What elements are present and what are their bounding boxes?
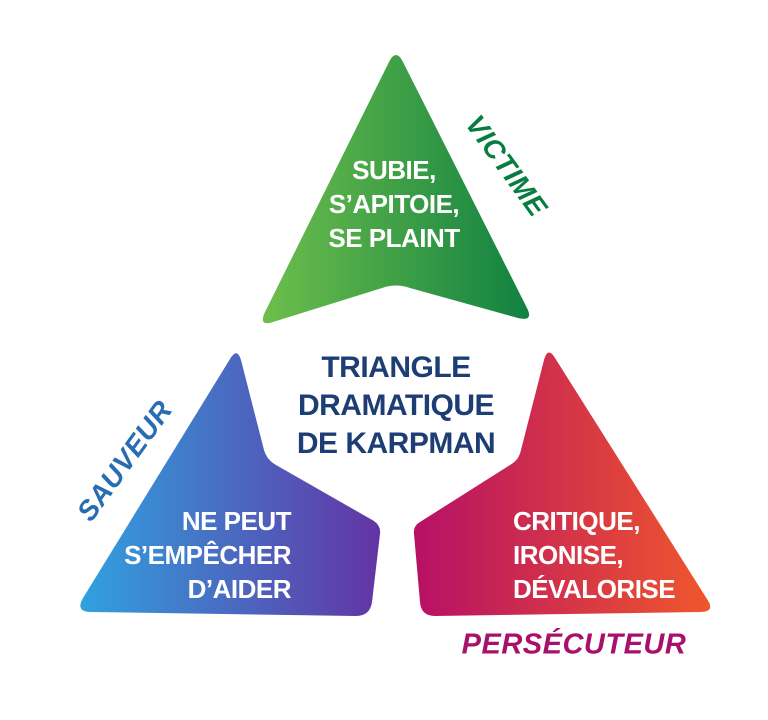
- victim-trait-line: S’APITOIE,: [328, 189, 460, 219]
- diagram-title: TRIANGLE DRAMATIQUE DE KARPMAN: [296, 349, 496, 463]
- victim-trait-line: SE PLAINT: [328, 223, 460, 253]
- victim-arrow-shape: [262, 55, 530, 324]
- rescuer-traits: NE PEUT S’EMPÊCHER D’AIDER: [124, 504, 291, 606]
- persecutor-trait-line: IRONISE,: [513, 540, 624, 570]
- title-line: DE KARPMAN: [296, 427, 496, 460]
- persecutor-traits: CRITIQUE, IRONISE, DÉVALORISE: [513, 504, 676, 606]
- title-line: DRAMATIQUE: [297, 389, 495, 422]
- rescuer-trait-line: S’EMPÊCHER: [124, 540, 291, 570]
- persecutor-role-label: PERSÉCUTEUR: [461, 628, 687, 661]
- rescuer-trait-line: D’AIDER: [187, 574, 292, 604]
- rescuer-trait-line: NE PEUT: [181, 506, 292, 536]
- rescuer-arrow-shape: [80, 353, 381, 616]
- victim-trait-line: SUBIE,: [352, 155, 436, 185]
- persecutor-trait-line: DÉVALORISE: [513, 574, 676, 604]
- victim-traits: SUBIE, S’APITOIE, SE PLAINT: [328, 153, 460, 255]
- persecutor-arrow-shape: [413, 352, 711, 616]
- title-line: TRIANGLE: [321, 351, 471, 384]
- persecutor-trait-line: CRITIQUE,: [513, 506, 640, 536]
